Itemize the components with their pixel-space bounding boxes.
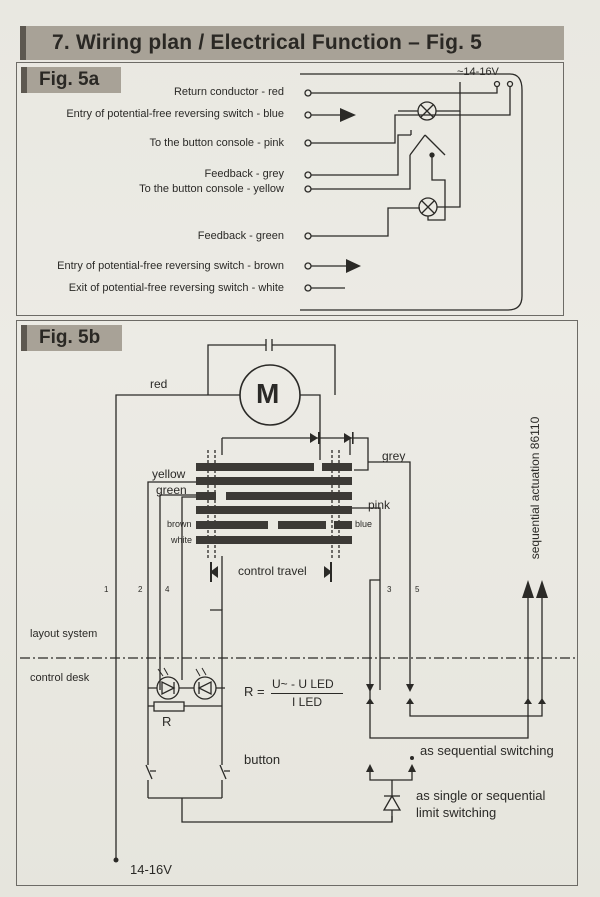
control-desk-label: control desk [30,672,90,684]
connector-box-outline [300,73,523,311]
section-title-bar: 7. Wiring plan / Electrical Function – F… [20,26,564,60]
formula-fraction-bar [271,693,343,694]
arrow-blue-entry-icon [340,108,356,122]
label-button-yellow: To the button console - yellow [139,183,284,195]
wire-number-4: 4 [165,585,170,594]
sequential-actuation-label: sequential actuation 86110 [528,416,542,560]
button-label: button [244,752,281,767]
supply-label-5a: ~14-16V [457,66,499,78]
section-title: 7. Wiring plan / Electrical Function – F… [52,31,483,54]
single-or-sequential-label-2: limit switching [416,805,497,820]
label-entry-brown: Entry of potential-free reversing switch… [57,260,284,272]
wire-label-pink: pink [368,498,391,512]
supply-label-5b: 14-16V [130,862,172,877]
as-sequential-switching-label: as sequential switching [420,743,554,758]
formula-denominator: I LED [292,695,323,709]
motor-label: M [256,378,280,409]
label-entry-blue: Entry of potential-free reversing switch… [66,108,284,120]
wire-number-3: 3 [387,585,392,594]
wire-number-5: 5 [415,585,420,594]
label-feedback-grey: Feedback - grey [204,168,284,180]
wire-label-red: red [150,377,168,391]
formula-r-label: R = [244,684,265,699]
label-feedback-green: Feedback - green [197,230,284,242]
wire-label-green: green [156,483,187,497]
single-or-sequential-label-1: as single or sequential [416,788,546,803]
figure-5a-panel: Fig. 5a [16,62,564,316]
wire-label-yellow: yellow [152,467,186,481]
control-travel-label: control travel [238,564,307,578]
wire-label-white: white [171,535,193,545]
wire-number-1: 1 [104,585,109,594]
formula-numerator: U~ - U LED [272,677,334,691]
figure-5b-tag: Fig. 5b [21,325,123,351]
label-return-red: Return conductor - red [173,86,284,98]
layout-system-label: layout system [30,628,98,640]
arrow-brown-entry-icon [346,259,361,273]
label-button-pink: To the button console - pink [149,137,284,149]
figure-5a-tag: Fig. 5a [21,67,122,93]
wire-label-grey: grey [382,449,406,463]
wire-label-brown: brown [167,519,192,529]
wire-number-2: 2 [138,585,143,594]
wire-label-blue: blue [355,519,373,529]
resistor-label: R [162,714,172,729]
label-exit-white: Exit of potential-free reversing switch … [68,282,284,294]
figure-5b-panel: Fig. 5b [16,320,578,886]
contact-track-bars [196,463,352,544]
